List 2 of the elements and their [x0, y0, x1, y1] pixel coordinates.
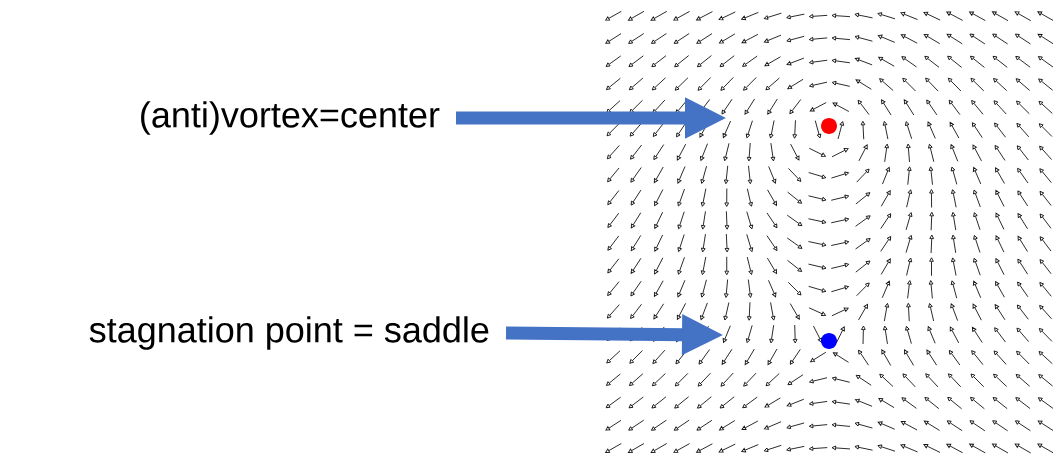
- label-text: (anti)vortex=center: [141, 101, 440, 135]
- label-text: stagnation point = saddle: [89, 316, 489, 350]
